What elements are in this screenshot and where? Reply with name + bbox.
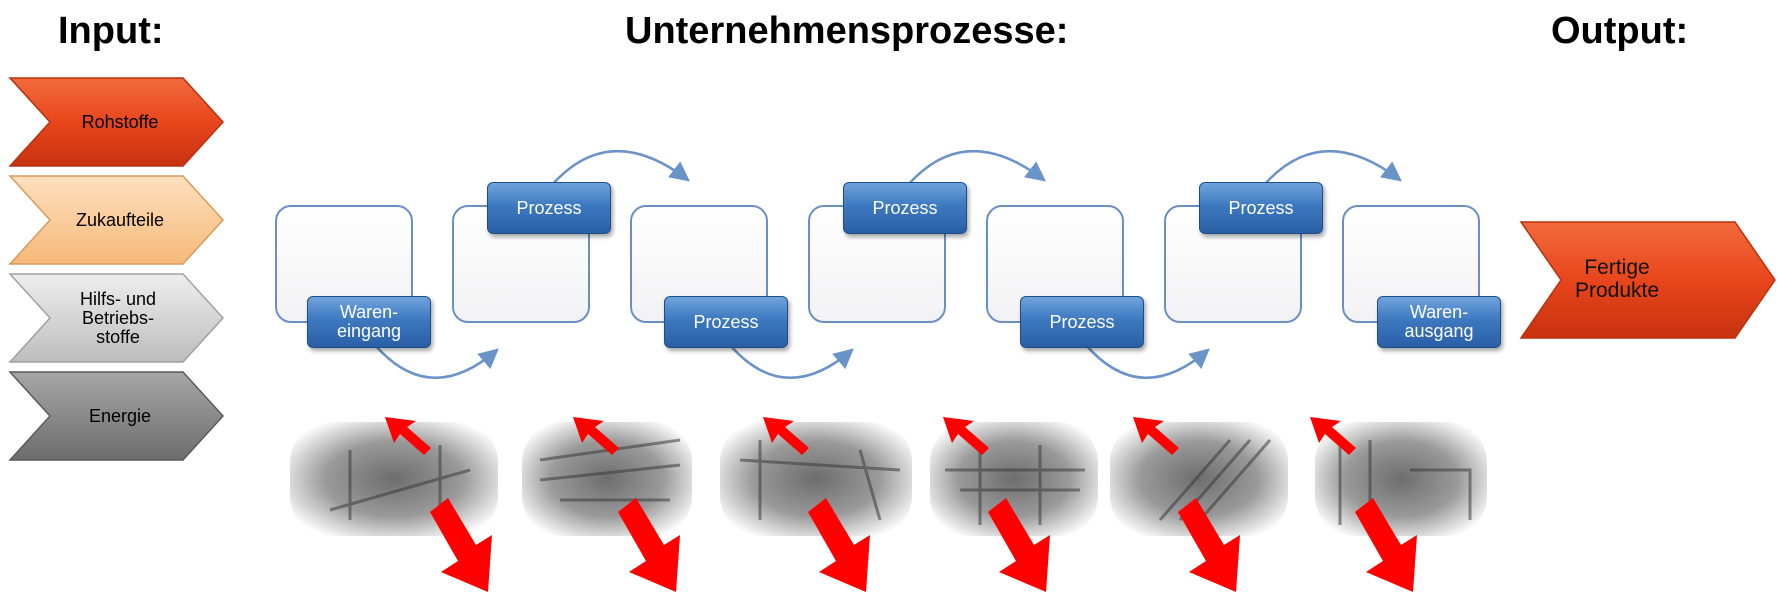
red-arrow-in-4 (943, 417, 989, 455)
process-tag-prozess-4: Prozess (843, 182, 967, 234)
output-label: Fertige Produkte (1574, 256, 1660, 302)
output-chevron (1519, 221, 1776, 339)
input-chevron-zukaufteile (8, 175, 225, 265)
red-arrow-out-3 (808, 498, 870, 592)
processes-heading: Unternehmensprozesse: (625, 10, 1069, 52)
red-arrow-in-3 (763, 417, 809, 455)
photo-2 (522, 422, 692, 536)
process-tag-prozess-6: Prozess (1199, 182, 1323, 234)
connector-arrow-1 (374, 344, 499, 380)
red-arrow-out-1 (430, 498, 492, 592)
connector-arrow-4 (907, 150, 1046, 186)
input-chevron-hilfs-betriebsstoffe (8, 273, 225, 363)
photos (290, 422, 1487, 536)
input-chevron-rohstoffe (8, 77, 225, 167)
photo-3 (720, 422, 912, 536)
output-heading: Output: (1551, 10, 1689, 52)
process-tag-prozess-3: Prozess (664, 296, 788, 348)
input-label-zukaufteile: Zukaufteile (75, 209, 165, 230)
process-tag-prozess-2: Prozess (487, 182, 611, 234)
connector-arrow-5 (1085, 344, 1210, 380)
red-arrows (385, 417, 1417, 592)
red-arrow-out-5 (1178, 498, 1240, 592)
process-tag-wareneingang: Waren- eingang (307, 296, 431, 348)
connector-arrow-3 (729, 344, 854, 380)
process-tag-warenausgang: Waren- ausgang (1377, 296, 1501, 348)
photo-4 (930, 422, 1098, 536)
input-label-energie: Energie (88, 405, 152, 426)
photo-5 (1110, 422, 1288, 536)
input-chevron-energie (8, 371, 225, 461)
connector-arrow-6 (1263, 150, 1402, 186)
red-arrow-in-6 (1310, 417, 1356, 455)
red-arrow-in-1 (385, 417, 431, 455)
red-arrow-out-2 (618, 498, 680, 592)
red-arrow-in-5 (1133, 417, 1179, 455)
process-tag-prozess-5: Prozess (1020, 296, 1144, 348)
input-label-hilfs-betriebsstoffe: Hilfs- und Betriebs- stoffe (79, 288, 157, 347)
input-heading: Input: (58, 10, 164, 52)
input-label-rohstoffe: Rohstoffe (81, 111, 159, 132)
connector-arrow-2 (551, 150, 690, 186)
red-arrow-out-4 (988, 498, 1050, 592)
red-arrow-in-2 (573, 417, 619, 455)
photo-6 (1315, 422, 1487, 536)
red-arrow-out-6 (1355, 498, 1417, 592)
